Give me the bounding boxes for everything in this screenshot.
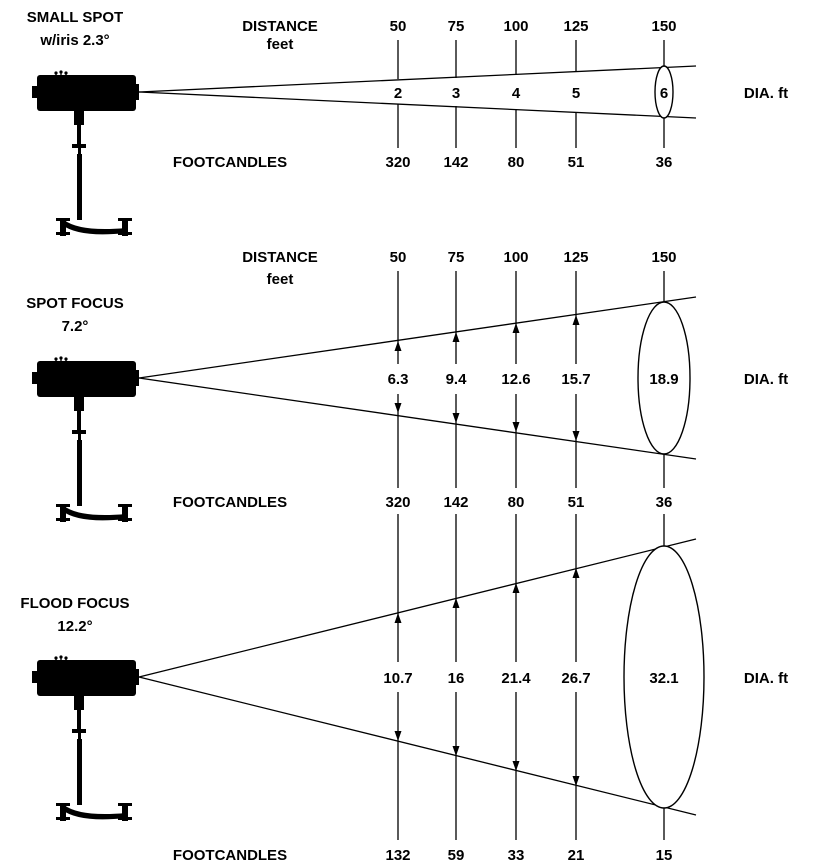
- beam-spot-ellipse: [654, 65, 674, 119]
- footcandle-value: 142: [443, 494, 468, 511]
- beam-spot-ellipse: [623, 545, 705, 809]
- beam-edge-top: [138, 65, 697, 93]
- beam-edge-top: [138, 538, 697, 678]
- footcandle-value: 80: [508, 494, 525, 511]
- distance-values: 50 75 100 125 150: [390, 249, 677, 266]
- diameter-value: 10.7: [383, 670, 412, 687]
- footcandle-value: 21: [568, 847, 585, 863]
- distance-value: 50: [390, 249, 407, 266]
- footcandle-value: 80: [508, 154, 525, 171]
- footcandles-label: FOOTCANDLES: [173, 154, 287, 171]
- diameter-value: 32.1: [649, 670, 678, 687]
- diameter-value: 18.9: [649, 371, 678, 388]
- footcandle-value: 36: [656, 154, 673, 171]
- diameter-values: 6.3 9.4 12.6 15.7 18.9: [388, 371, 679, 388]
- distance-value: 125: [563, 249, 588, 266]
- section-title-line1: SPOT FOCUS: [26, 295, 124, 312]
- diameter-value: 15.7: [561, 371, 590, 388]
- distance-value: 125: [563, 18, 588, 35]
- distance-unit: feet: [267, 271, 294, 288]
- distance-value: 150: [651, 249, 676, 266]
- footcandle-value: 33: [508, 847, 525, 863]
- footcandle-value: 15: [656, 847, 673, 863]
- diameter-value: 16: [448, 670, 465, 687]
- section-spot-focus: SPOT FOCUS 7.2° DISTANCE feet FOOTCANDLE…: [26, 249, 788, 511]
- dia-label: DIA. ft: [744, 670, 788, 687]
- footcandle-value: 320: [385, 494, 410, 511]
- section-small-spot: SMALL SPOT w/iris 2.3° DISTANCE feet FOO…: [27, 9, 788, 171]
- diameter-value: 26.7: [561, 670, 590, 687]
- footcandles-label: FOOTCANDLES: [173, 847, 287, 863]
- section-title-line2: 7.2°: [62, 318, 89, 335]
- diameter-value: 3: [452, 85, 460, 102]
- beam-spot-ellipse: [637, 301, 691, 455]
- spotlight-icon: [31, 355, 140, 523]
- diameter-value: 4: [512, 85, 521, 102]
- section-flood-focus: FLOOD FOCUS 12.2° FOOTCANDLES DIA. ft 10…: [20, 514, 788, 863]
- diameter-values: 10.7 16 21.4 26.7 32.1: [383, 670, 678, 687]
- diameter-value: 2: [394, 85, 402, 102]
- distance-value: 150: [651, 18, 676, 35]
- section-title-line1: SMALL SPOT: [27, 9, 123, 26]
- diameter-values: 2 3 4 5 6: [386, 83, 668, 102]
- distance-label: DISTANCE: [242, 249, 318, 266]
- footcandle-value: 142: [443, 154, 468, 171]
- footcandle-value: 320: [385, 154, 410, 171]
- distance-value: 100: [503, 249, 528, 266]
- diameter-value: 12.6: [501, 371, 530, 388]
- distance-values: 50 75 100 125 150: [390, 18, 677, 35]
- beam-edge-bottom: [138, 377, 697, 460]
- beam-edge-bottom: [138, 91, 697, 119]
- diameter-value: 21.4: [501, 670, 531, 687]
- dia-label: DIA. ft: [744, 85, 788, 102]
- footcandle-value: 132: [385, 847, 410, 863]
- footcandle-value: 51: [568, 154, 585, 171]
- beam-edge-bottom: [138, 676, 697, 816]
- section-title-line2: 12.2°: [57, 618, 92, 635]
- footcandle-values: 320 142 80 51 36: [385, 154, 672, 171]
- spotlight-icon: [31, 69, 140, 237]
- distance-value: 75: [448, 18, 465, 35]
- diameter-value: 9.4: [446, 371, 468, 388]
- footcandles-label: FOOTCANDLES: [173, 494, 287, 511]
- footcandle-values: 320 142 80 51 36: [385, 494, 672, 511]
- section-title-line1: FLOOD FOCUS: [20, 595, 129, 612]
- diameter-value: 5: [572, 85, 580, 102]
- distance-value: 100: [503, 18, 528, 35]
- distance-value: 75: [448, 249, 465, 266]
- diameter-value: 6.3: [388, 371, 409, 388]
- footcandle-value: 36: [656, 494, 673, 511]
- footcandle-value: 59: [448, 847, 465, 863]
- footcandle-values: 132 59 33 21 15: [385, 847, 672, 863]
- footcandle-value: 51: [568, 494, 585, 511]
- dia-label: DIA. ft: [744, 371, 788, 388]
- beam-edge-top: [138, 296, 697, 379]
- section-title-line2: w/iris 2.3°: [39, 32, 109, 49]
- spotlight-icon: [31, 654, 140, 822]
- diameter-value: 6: [660, 85, 668, 102]
- distance-label: DISTANCE: [242, 18, 318, 35]
- distance-value: 50: [390, 18, 407, 35]
- distance-unit: feet: [267, 36, 294, 53]
